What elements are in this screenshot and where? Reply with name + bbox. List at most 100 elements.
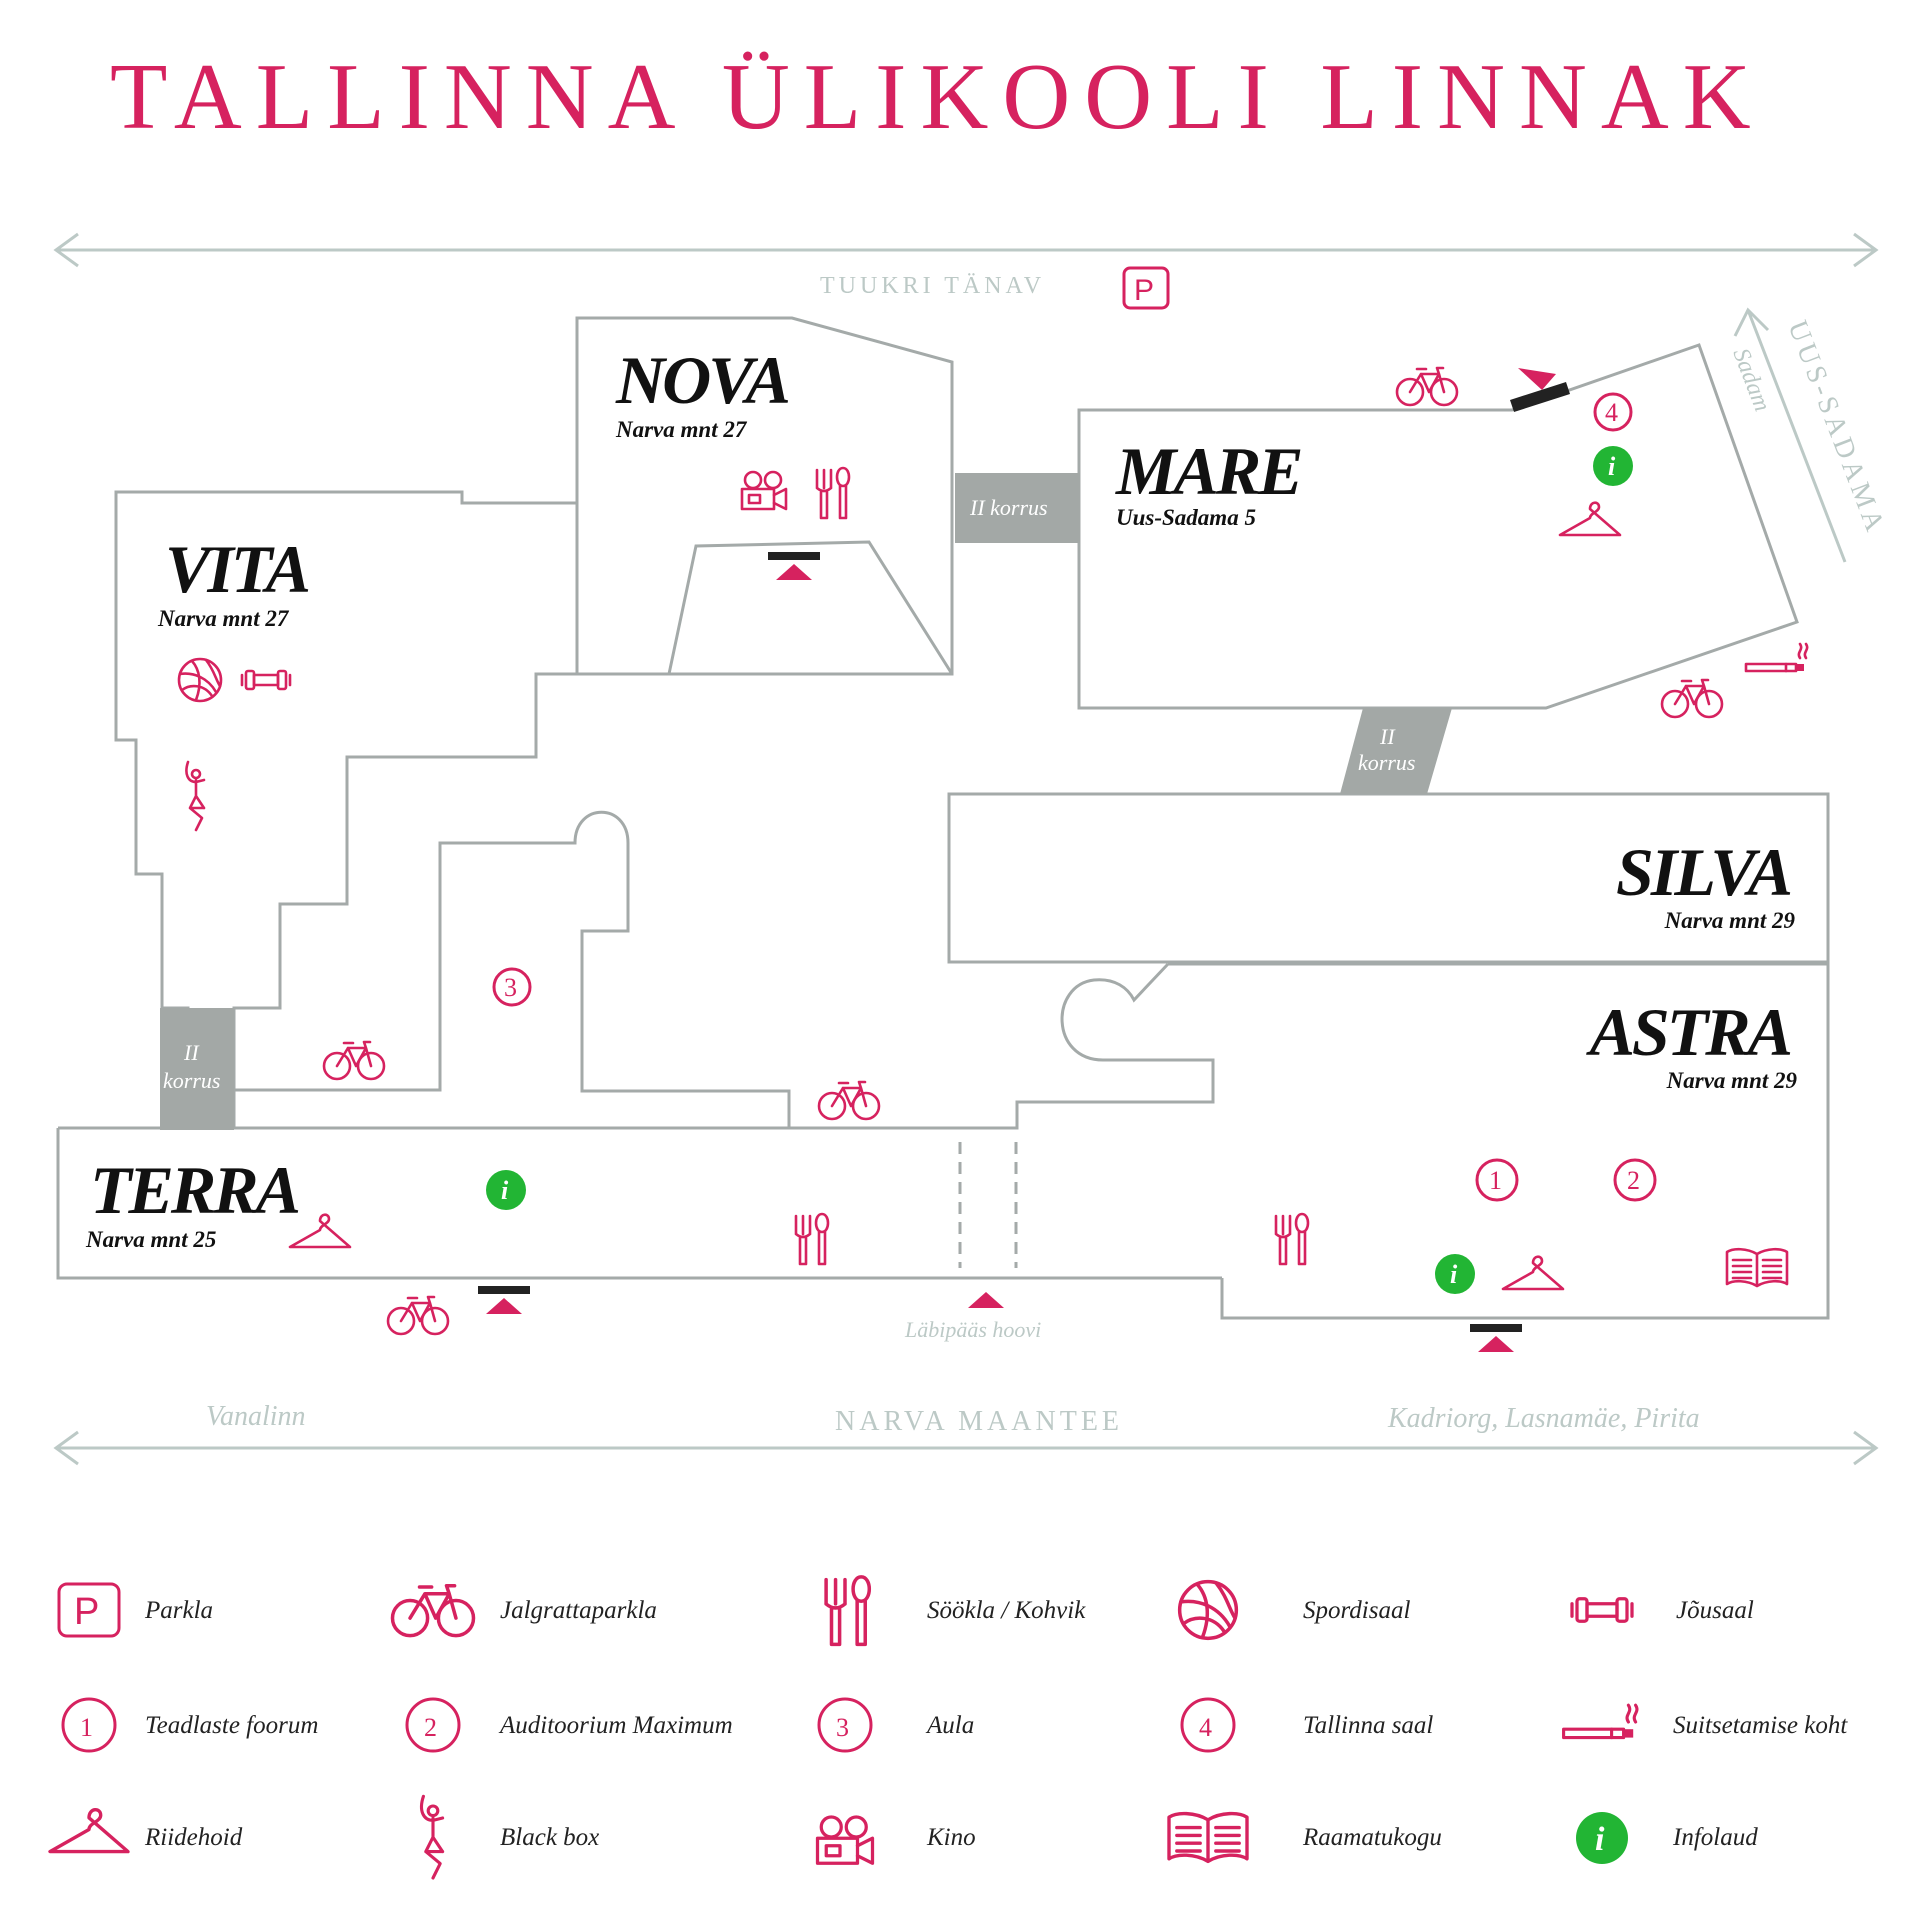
legend-hanger-icon	[48, 1807, 130, 1854]
nova-cutlery-icon	[815, 466, 851, 520]
bottom-street-arrow	[53, 1430, 1879, 1466]
building-astra-name: ASTRA	[1586, 994, 1791, 1070]
mare-bike-icon	[1395, 366, 1459, 407]
legend: P Parkla Jalgrattaparkla Söökla / Kohvik…	[48, 1575, 1848, 1880]
legend-label-jousaal: Jõusaal	[1676, 1597, 1754, 1624]
mare-cigarette-icon	[1744, 642, 1809, 673]
legend-label-spordisaal: Spordisaal	[1303, 1597, 1410, 1624]
legend-label-jalgrattaparkla: Jalgrattaparkla	[500, 1597, 657, 1624]
astra-cutlery-icon	[1274, 1212, 1310, 1266]
nova-entrance-icon	[768, 552, 820, 580]
svg-text:II korrus: II korrus	[969, 495, 1048, 520]
mare-hanger-icon	[1558, 501, 1622, 537]
svg-text:i: i	[1608, 452, 1616, 481]
building-silva-name: SILVA	[1616, 834, 1791, 910]
connector-nova-mare: II korrus	[955, 473, 1080, 543]
legend-label-auditoorium: Auditoorium Maximum	[498, 1712, 733, 1739]
mare-info-icon: i	[1593, 446, 1633, 486]
direction-vanalinn: Vanalinn	[206, 1401, 306, 1432]
astra-book-icon	[1725, 1247, 1789, 1288]
legend-label-kino: Kino	[926, 1824, 976, 1851]
legend-info-icon: i	[1576, 1812, 1628, 1864]
mare-bike-lower-icon	[1660, 678, 1724, 719]
corridor-bike-icon	[322, 1040, 386, 1081]
legend-label-black-box: Black box	[500, 1824, 599, 1851]
svg-text:i: i	[1450, 1260, 1458, 1289]
marker-2: 2	[1613, 1158, 1657, 1202]
svg-text:4: 4	[1199, 1713, 1212, 1742]
legend-dumbbell-icon	[1570, 1597, 1634, 1623]
marker-1: 1	[1475, 1158, 1519, 1202]
svg-text:2: 2	[424, 1713, 437, 1742]
legend-label-aula: Aula	[925, 1712, 974, 1739]
street-uus-sadama: UUS-SADAMA	[1781, 316, 1891, 539]
legend-volleyball-icon	[1177, 1579, 1239, 1641]
building-vita-address: Narva mnt 27	[157, 606, 290, 631]
nova-camera-icon	[740, 470, 788, 511]
svg-text:2: 2	[1627, 1166, 1640, 1195]
legend-cigarette-icon	[1562, 1703, 1639, 1740]
legend-label-sookla: Söökla / Kohvik	[927, 1597, 1086, 1624]
svg-text:i: i	[1595, 1821, 1605, 1858]
legend-number-4-icon: 4	[1180, 1697, 1236, 1753]
passage-entrance-icon	[968, 1292, 1004, 1308]
legend-label-riidehoid: Riidehoid	[144, 1824, 243, 1851]
svg-text:II: II	[1379, 724, 1396, 749]
legend-number-3-icon: 3	[817, 1697, 873, 1753]
astra-entrance-icon	[1470, 1324, 1522, 1352]
building-silva-address: Narva mnt 29	[1664, 908, 1796, 933]
building-terra-name: TERRA	[90, 1152, 299, 1228]
direction-sadam: Sadam	[1727, 345, 1775, 415]
svg-text:i: i	[501, 1176, 509, 1205]
vita-dumbbell-icon	[240, 669, 292, 691]
svg-text:1: 1	[1489, 1166, 1502, 1195]
svg-text:korrus: korrus	[1358, 750, 1415, 775]
svg-text:korrus: korrus	[163, 1068, 220, 1093]
building-nova-name: NOVA	[615, 342, 789, 418]
legend-label-suitsetamise-koht: Suitsetamise koht	[1673, 1712, 1848, 1739]
parking-marker: P	[1122, 266, 1170, 310]
legend-number-2-icon: 2	[405, 1697, 461, 1753]
terra-cutlery-icon	[794, 1212, 830, 1266]
building-mare-address: Uus-Sadama 5	[1116, 505, 1256, 530]
astra-hanger-icon	[1501, 1255, 1565, 1291]
direction-kadriorg: Kadriorg, Lasnamäe, Pirita	[1387, 1403, 1700, 1434]
building-outlines	[56, 316, 1830, 1320]
marker-3: 3	[492, 967, 532, 1007]
legend-label-infolaud: Infolaud	[1672, 1824, 1758, 1851]
terra-hanger-icon	[288, 1213, 352, 1249]
building-mare-name: MARE	[1115, 433, 1301, 509]
mare-entrance-icon	[1510, 368, 1570, 412]
connector-mare-silva: II korrus	[1340, 708, 1452, 794]
legend-number-1-icon: 1	[61, 1697, 117, 1753]
legend-label-tallinna-saal: Tallinna saal	[1303, 1712, 1433, 1739]
legend-cutlery-icon	[824, 1575, 872, 1647]
legend-parking-icon: P	[57, 1582, 121, 1638]
legend-bicycle-icon	[390, 1583, 476, 1638]
legend-label-raamatukogu: Raamatukogu	[1302, 1824, 1442, 1851]
right-street-arrow	[1733, 307, 1847, 563]
vita-volleyball-icon	[177, 657, 223, 703]
street-narva: NARVA MAANTEE	[835, 1406, 1123, 1437]
legend-book-icon	[1167, 1811, 1249, 1864]
building-nova-address: Narva mnt 27	[615, 417, 748, 442]
legend-camera-icon	[815, 1815, 875, 1865]
svg-text:3: 3	[836, 1713, 849, 1742]
connector-vita-terra: II korrus	[160, 1008, 234, 1130]
terra-entrance-icon	[478, 1286, 530, 1314]
street-tuukri: TUUKRI TÄNAV	[820, 273, 1045, 299]
terra-bike-icon	[386, 1295, 450, 1336]
terra-info-icon: i	[486, 1170, 526, 1210]
svg-text:P: P	[74, 1591, 99, 1633]
legend-label-parkla: Parkla	[144, 1597, 213, 1624]
building-terra-address: Narva mnt 25	[85, 1227, 216, 1252]
map-title: TALLINNA ÜLIKOOLI LINNAK	[110, 45, 1765, 149]
legend-dancer-icon	[419, 1794, 445, 1880]
svg-text:II: II	[183, 1040, 200, 1065]
courtyard-bike-icon	[817, 1080, 881, 1121]
passage-label: Läbipääs hoovi	[904, 1317, 1041, 1342]
vita-dancer-icon	[185, 760, 206, 832]
marker-4: 4	[1593, 392, 1633, 432]
legend-label-teadlaste-foorum: Teadlaste foorum	[145, 1712, 318, 1739]
